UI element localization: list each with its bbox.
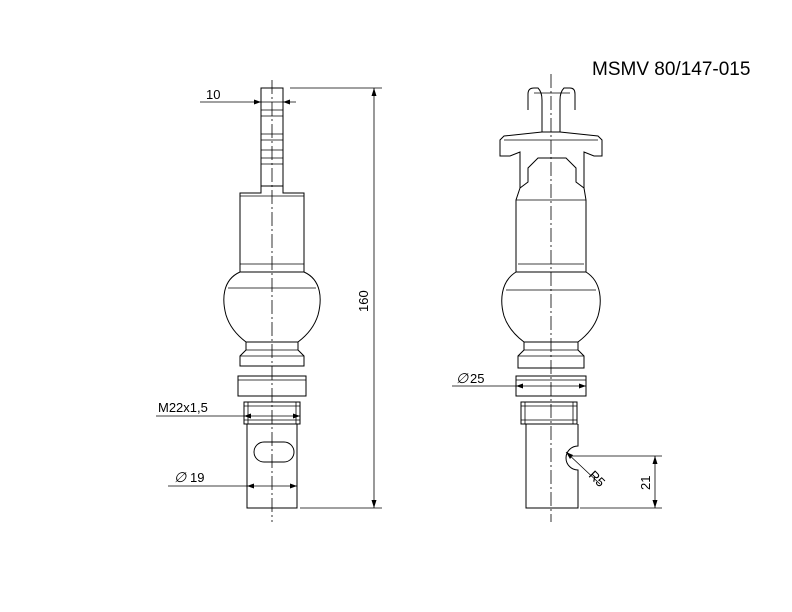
dim-notch-radius: R5 [565,451,608,490]
left-shaft [246,424,298,509]
dim-shaft-diameter-label: 19 [190,470,204,485]
dim-overall-length-label: 160 [356,290,371,312]
dim-notch-radius-label: R5 [586,468,608,490]
dim-top-width-label: 10 [206,87,220,102]
left-thread [243,401,301,425]
dim-thread-label: M22x1,5 [158,400,208,415]
dim-thread: M22x1,5 [156,400,300,419]
dim-collar-diameter-label: 25 [470,371,484,386]
left-upper-body [239,186,305,273]
left-slot [253,441,295,463]
right-upper-body [515,187,587,273]
left-view [223,80,321,522]
dim-notch-height-label: 21 [638,476,653,490]
left-top-pin [260,87,284,187]
right-thread [520,401,578,425]
dim-collar-diameter: ∅ 25 [452,370,586,389]
diameter-symbol-25: ∅ [456,370,469,386]
left-ball [223,271,321,343]
dim-overall-length: 160 [290,87,382,509]
right-ball [501,271,601,343]
drawing-title: MSMV 80/147-015 [592,59,750,80]
dim-top-width: 10 [200,87,296,105]
right-shaft [525,424,579,509]
dim-shaft-diameter: ∅ 19 [168,469,297,489]
dim-notch-height: 21 [572,455,662,509]
right-top-head [527,87,576,133]
right-wings [499,131,603,189]
diameter-symbol-19: ∅ [174,469,187,485]
right-view [499,74,603,522]
left-collar [237,342,307,397]
